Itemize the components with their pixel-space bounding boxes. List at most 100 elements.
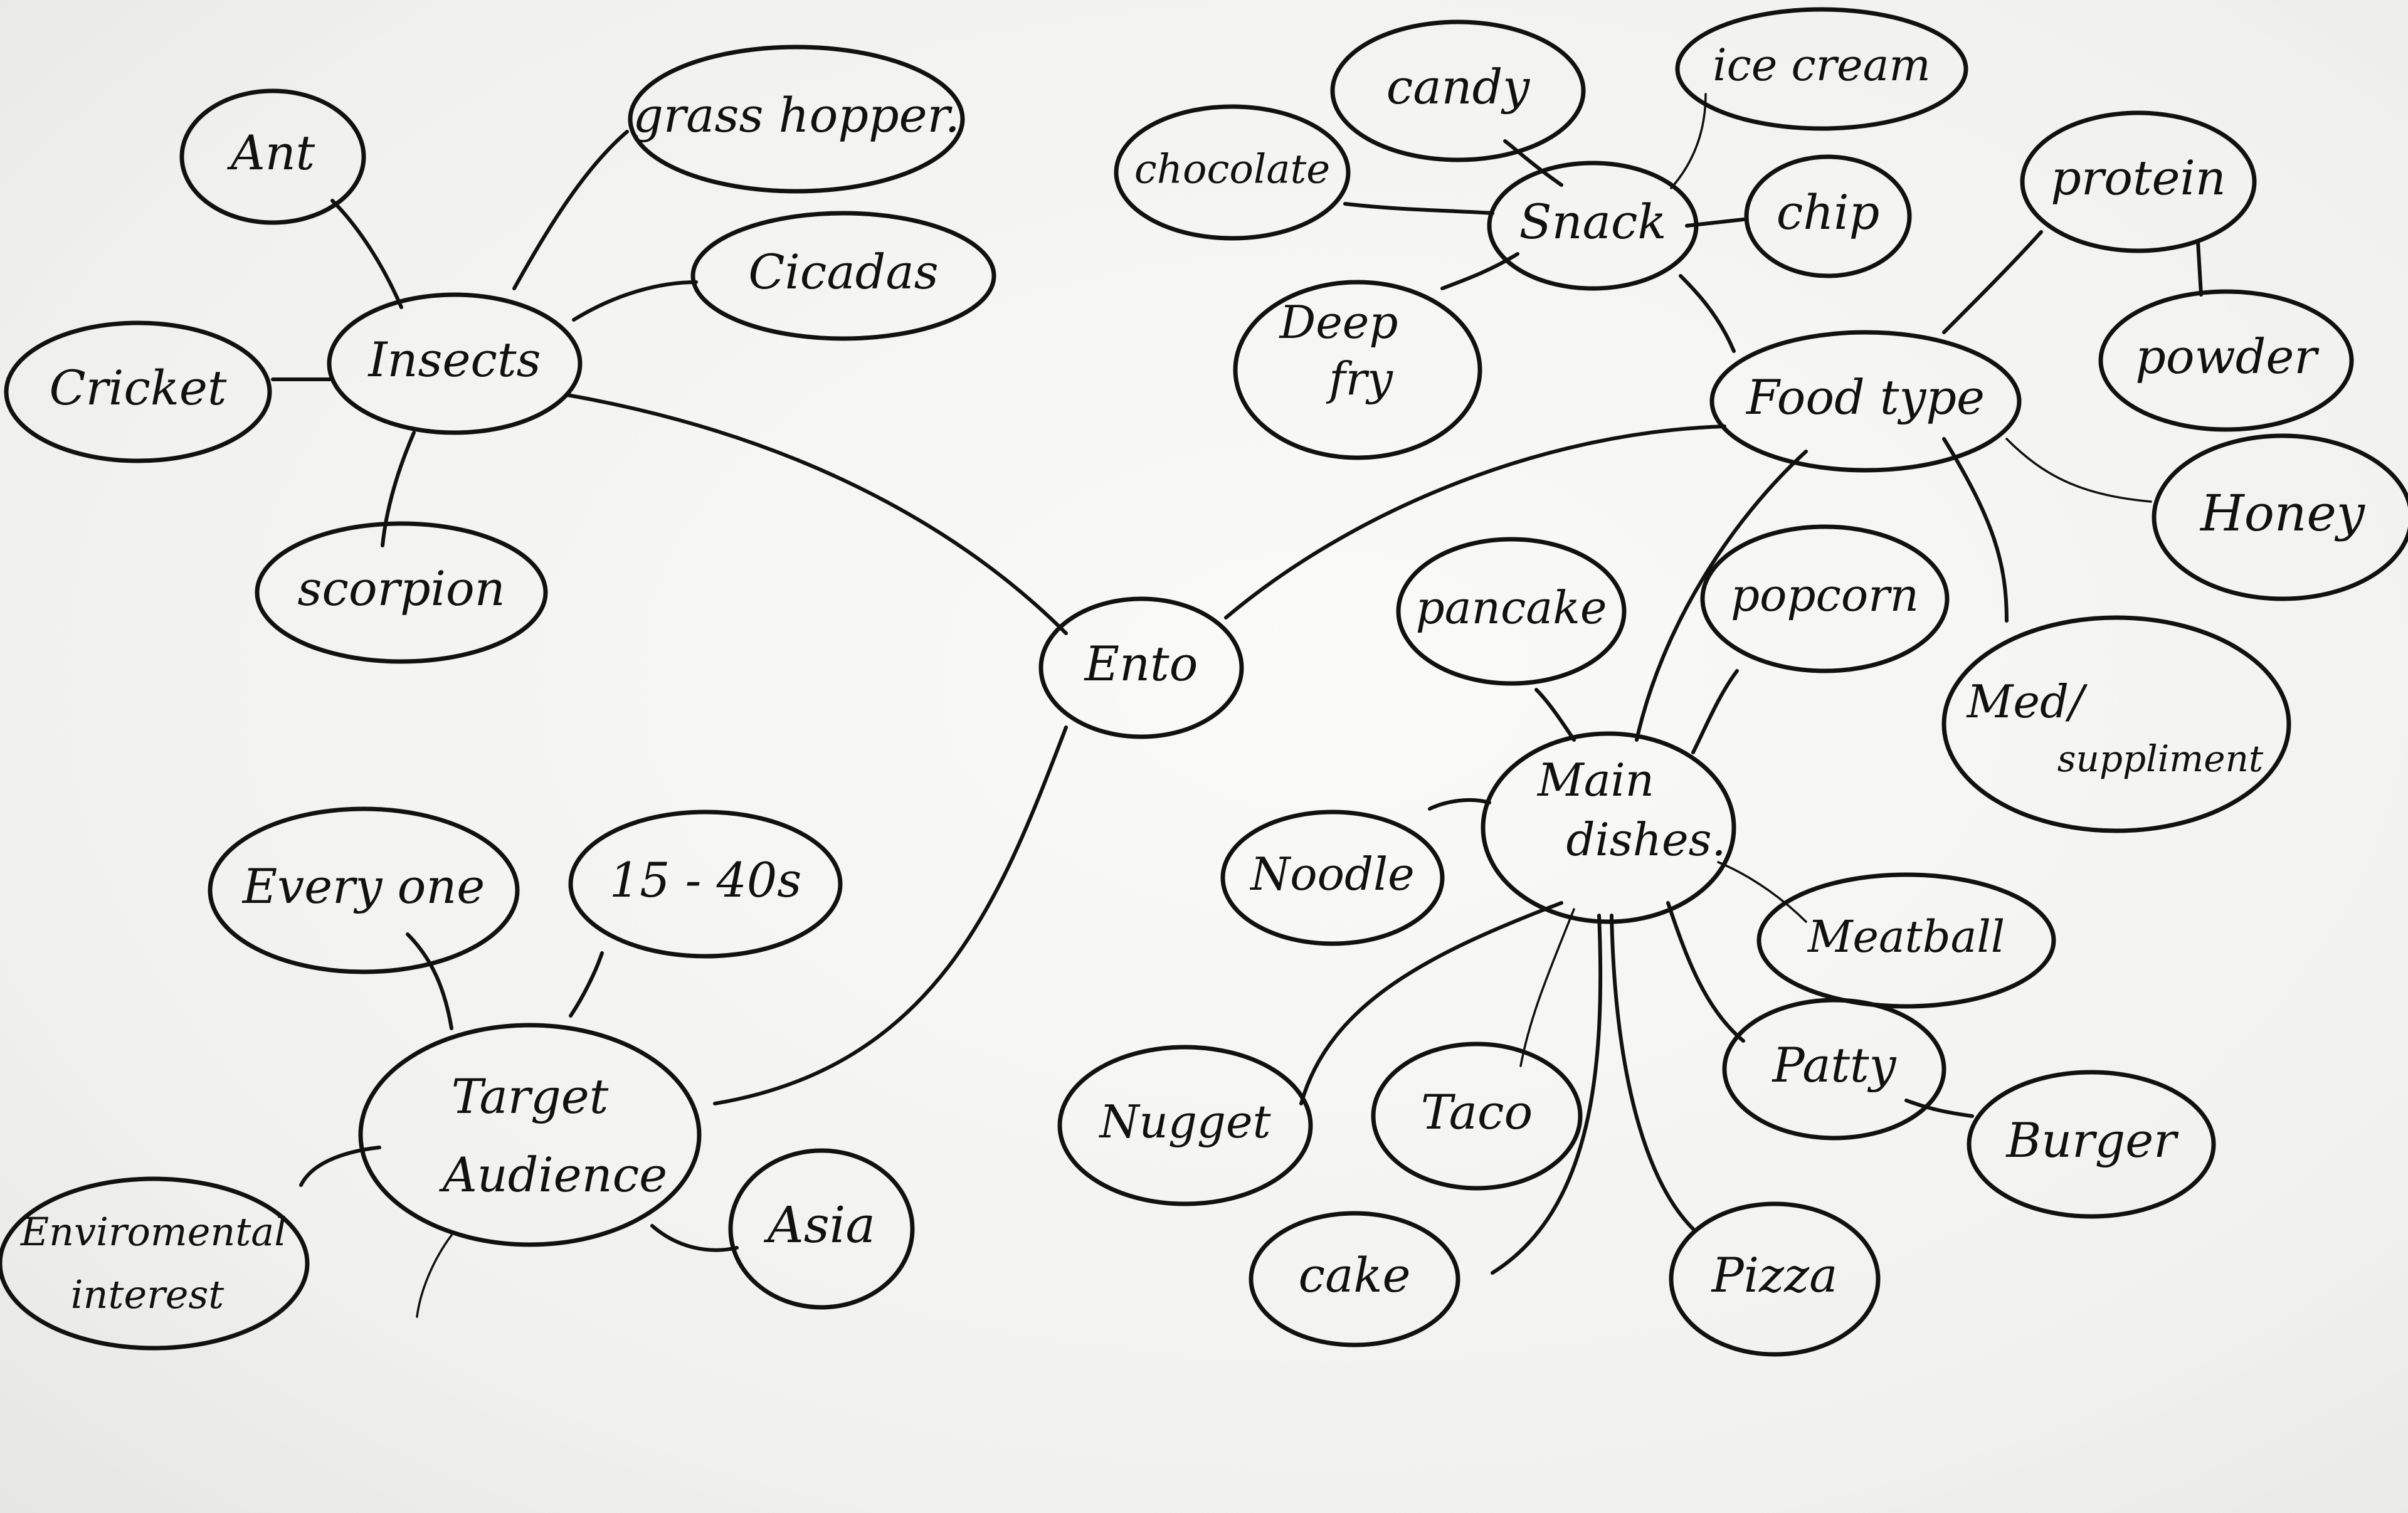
edge-audience-stray	[416, 1234, 453, 1318]
node-grasshopper-label: grass hopper.	[633, 87, 960, 143]
edge-audience-everyone	[406, 932, 453, 1030]
node-insects-label: Insects	[367, 332, 541, 387]
node-ant-label: Ant	[227, 125, 315, 181]
node-patty-label: Patty	[1771, 1037, 1896, 1093]
edge-food-snack	[1679, 274, 1736, 353]
edge-food-med	[1942, 437, 2009, 623]
node-noodle[interactable]: Noodle	[1220, 809, 1445, 946]
node-food-type-label: Food type	[1745, 369, 1985, 425]
node-med-suppliment-line2: suppliment	[2057, 737, 2264, 780]
edge-protein-powder	[2196, 240, 2203, 297]
edge-main-patty	[1666, 901, 1745, 1043]
edge-ento-food-type	[1224, 424, 1726, 619]
node-food-type[interactable]: Food type	[1709, 330, 2022, 473]
edge-insects-scorpion	[381, 431, 416, 547]
node-taco-label: Taco	[1421, 1084, 1533, 1140]
node-protein[interactable]: protein	[2020, 110, 2257, 253]
node-snack[interactable]: Snack	[1487, 161, 1699, 291]
edge-main-pizza	[1610, 914, 1695, 1231]
node-environmental-interest[interactable]: Enviromental interest	[0, 1176, 310, 1351]
edge-food-honey	[2005, 438, 2152, 503]
node-powder-label: powder	[2135, 329, 2320, 384]
node-asia[interactable]: Asia	[728, 1148, 915, 1310]
node-everyone[interactable]: Every one	[208, 806, 520, 974]
edge-food-protein	[1942, 230, 2043, 334]
edge-food-main-dishes	[1635, 450, 1808, 742]
node-honey-label: Honey	[2199, 484, 2366, 542]
edge-main-nugget	[1299, 901, 1563, 1105]
edge-main-taco	[1519, 908, 1575, 1067]
node-candy-label: candy	[1386, 59, 1530, 115]
node-meatball[interactable]: Meatball	[1756, 872, 2056, 1009]
node-scorpion[interactable]: scorpion	[255, 521, 548, 664]
node-environmental-interest-line1: Enviromental	[20, 1209, 287, 1255]
nodes: Ento Insects Ant grass hopper. Cicadas C…	[0, 7, 2408, 1357]
node-protein-label: protein	[2051, 150, 2226, 206]
node-pizza-label: Pizza	[1711, 1247, 1838, 1303]
node-cicadas[interactable]: Cicadas	[690, 211, 996, 341]
edge-audience-age-range	[569, 951, 604, 1018]
node-cricket-label: Cricket	[50, 360, 227, 416]
node-popcorn[interactable]: popcorn	[1700, 524, 1950, 673]
node-chip[interactable]: chip	[1744, 154, 1912, 278]
node-med-suppliment[interactable]: Med/ suppliment	[1941, 615, 2291, 833]
node-pancake-label: pancake	[1416, 581, 1607, 634]
edge-main-noodle	[1428, 798, 1491, 811]
edge-insects-ant	[330, 199, 403, 309]
node-target-audience-line1: Target	[452, 1068, 609, 1124]
node-burger[interactable]: Burger	[1967, 1070, 2216, 1219]
edge-snack-chocolate	[1343, 202, 1494, 215]
node-everyone-label: Every one	[241, 858, 485, 914]
edge-ento-target-audience	[713, 725, 1068, 1105]
node-ice-cream[interactable]: ice cream	[1675, 7, 1968, 131]
edge-main-cake	[1491, 914, 1603, 1275]
edge-insects-grasshopper	[512, 130, 629, 290]
edge-main-meatball	[1717, 861, 1807, 923]
edges	[271, 93, 2203, 1318]
node-powder[interactable]: powder	[2098, 289, 2354, 432]
node-burger-label: Burger	[2005, 1112, 2179, 1168]
node-ento[interactable]: Ento	[1038, 596, 1244, 739]
node-insects[interactable]: Insects	[327, 292, 583, 435]
node-cake[interactable]: cake	[1249, 1211, 1460, 1347]
edge-patty-burger	[1904, 1099, 1974, 1118]
node-chocolate-label: chocolate	[1134, 147, 1330, 193]
node-target-audience[interactable]: Target Audience	[358, 1023, 702, 1247]
node-main-dishes-line1: Main	[1536, 754, 1654, 806]
node-ice-cream-label: ice cream	[1713, 40, 1930, 91]
node-ento-label: Ento	[1084, 636, 1198, 692]
node-deep-fry-line1: Deep	[1278, 296, 1398, 349]
edge-insects-cicadas	[572, 280, 698, 322]
node-deep-fry-line2: fry	[1326, 352, 1393, 405]
node-main-dishes[interactable]: Main dishes.	[1481, 731, 1736, 924]
node-deep-fry[interactable]: Deep fry	[1233, 280, 1482, 460]
node-snack-label: Snack	[1519, 194, 1667, 250]
node-nugget[interactable]: Nugget	[1057, 1045, 1313, 1206]
node-age-range-label: 15 - 40s	[610, 852, 801, 908]
edge-ento-insects	[566, 393, 1068, 635]
node-chip-label: chip	[1777, 184, 1879, 240]
node-pancake[interactable]: pancake	[1396, 537, 1627, 686]
node-chocolate[interactable]: chocolate	[1114, 104, 1351, 241]
edge-audience-asia	[650, 1224, 739, 1252]
node-patty[interactable]: Patty	[1722, 998, 1946, 1141]
node-honey[interactable]: Honey	[2152, 433, 2408, 601]
node-taco[interactable]: Taco	[1371, 1041, 1583, 1191]
edge-snack-candy	[1503, 139, 1563, 187]
node-target-audience-line2: Audience	[439, 1147, 667, 1203]
node-meatball-label: Meatball	[1807, 911, 2005, 962]
edge-snack-deep-fry	[1440, 252, 1519, 290]
node-pizza[interactable]: Pizza	[1669, 1201, 1881, 1357]
node-candy[interactable]: candy	[1330, 19, 1586, 162]
node-scorpion-label: scorpion	[297, 561, 505, 616]
node-grasshopper[interactable]: grass hopper.	[628, 45, 965, 194]
node-cake-label: cake	[1299, 1247, 1411, 1303]
node-popcorn-label: popcorn	[1731, 569, 1919, 621]
node-asia-label: Asia	[763, 1196, 875, 1254]
node-ant[interactable]: Ant	[179, 88, 366, 225]
node-age-range[interactable]: 15 - 40s	[568, 809, 843, 959]
edge-snack-ice-cream	[1670, 93, 1707, 189]
node-cricket[interactable]: Cricket	[4, 320, 272, 463]
